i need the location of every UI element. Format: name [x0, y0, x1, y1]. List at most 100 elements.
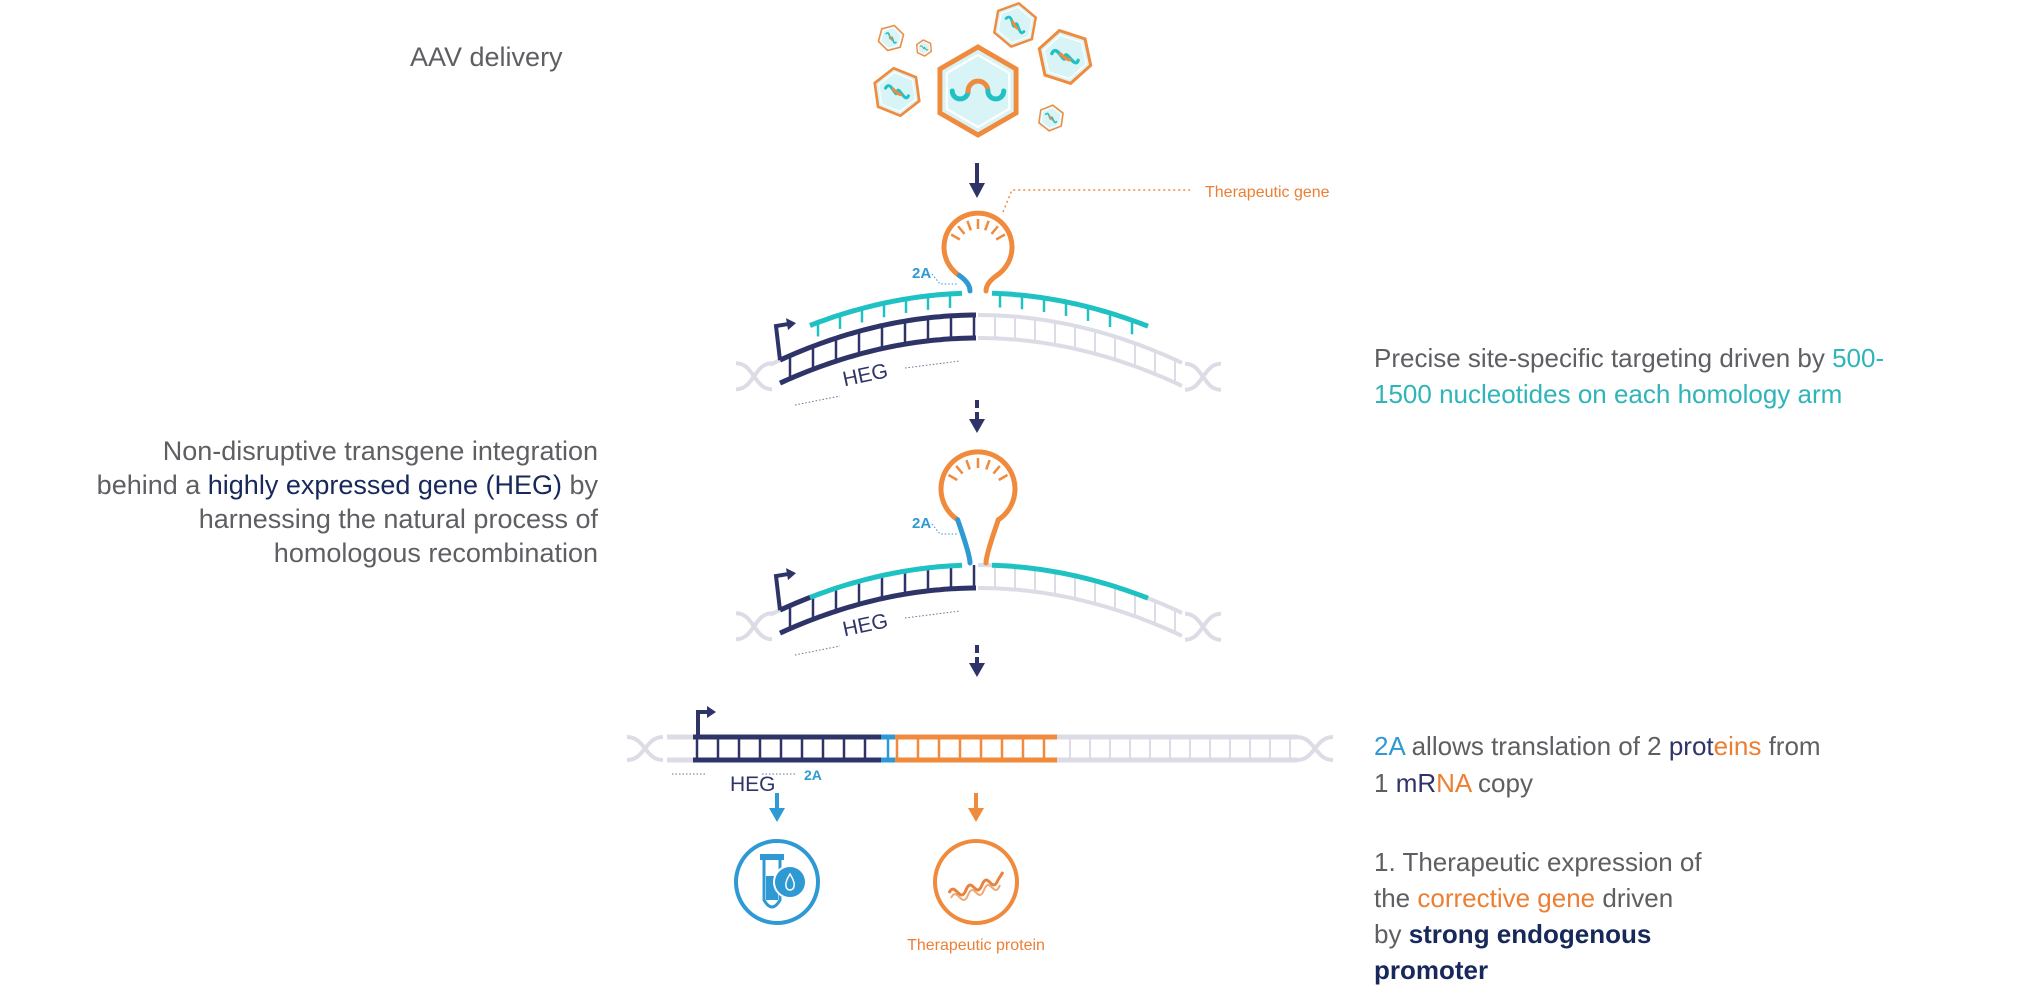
dna-strand-gray [978, 336, 1183, 388]
two-a-mid: allows translation of 2 [1404, 731, 1669, 761]
two-a-segment [955, 517, 973, 566]
promoter-arrowhead [707, 706, 716, 718]
base-pair [990, 225, 999, 235]
test-tube-droplet-icon [734, 839, 820, 925]
base-pair [955, 465, 964, 475]
dna-strand-gray [978, 586, 1183, 638]
base-pair [965, 459, 971, 470]
therapeutic-protein-label: Therapeutic protein [907, 937, 1045, 954]
integration-line-3: harnessing the natural process of [198, 504, 598, 534]
dna-helix-end [735, 361, 773, 392]
expression-line-2-pre: the [1374, 883, 1418, 913]
homology-arm-right [991, 290, 1149, 329]
base-pair [998, 473, 1009, 482]
heg-highlight: highly expressed gene (HEG) [207, 470, 562, 500]
dashed-arrow-down-icon [969, 400, 985, 433]
dna-strand-gray [978, 313, 1183, 365]
aav-capsid [873, 66, 921, 118]
integration-description: Non-disruptive transgene integration beh… [97, 434, 598, 570]
two-a-line-2-pre: 1 [1374, 768, 1396, 798]
heg-label: HEG [730, 773, 776, 796]
expression-line-4: promoter [1374, 955, 1489, 985]
promoter-arrow-icon [696, 710, 708, 737]
two-a-highlight: 2A [1374, 731, 1405, 761]
homology-arm-left [809, 290, 963, 328]
two-a-description: 2A allows translation of 2 proteins from… [1374, 728, 1821, 802]
base-pair [966, 220, 972, 231]
targeting-description: Precise site-specific targeting driven b… [1374, 340, 1884, 412]
therapeutic-gene-loop [938, 449, 1018, 566]
targeting-line-2: 1500 nucleotides on each homology arm [1374, 379, 1843, 409]
homology-arm-left [809, 562, 963, 600]
base-pair [995, 233, 1006, 241]
expression-line-2-post: driven [1595, 883, 1674, 913]
aav-capsid [877, 24, 905, 52]
promoter-arrow-icon [773, 322, 789, 361]
base-pair [950, 233, 961, 241]
targeting-line-1-pre: Precise site-specific targeting driven b… [1374, 343, 1833, 373]
dna-helix-end [735, 611, 773, 642]
dna-helix-end [1296, 735, 1334, 762]
two-a-line-2: 1 mRNA copy [1374, 765, 1821, 802]
dna-helix-end [626, 735, 664, 762]
arrow-down-orange-icon [968, 793, 984, 822]
protein-helix-icon [933, 839, 1019, 925]
two-a-segment [956, 273, 973, 294]
integration-line-2-post: by [561, 470, 598, 500]
promoter-arrowhead [786, 318, 796, 331]
dna-helix-end [1184, 361, 1222, 392]
stage-1-donor-alignment: 2A HEG [735, 210, 1222, 406]
aav-capsid [1037, 28, 1093, 86]
mrna-part-b: NA [1436, 768, 1471, 798]
therapeutic-gene-label: Therapeutic gene [1205, 184, 1330, 201]
homology-arm-right [991, 562, 1149, 601]
promoter-arrow-icon [773, 572, 789, 611]
corrective-gene-highlight: corrective gene [1417, 883, 1596, 913]
aav-capsid [937, 44, 1019, 138]
heg-strand [778, 594, 813, 613]
expression-line-3-pre: by [1374, 919, 1409, 949]
heg-bracket [904, 610, 961, 619]
proteins-part-a: prot [1668, 731, 1714, 761]
hexagon-virus-icon [873, 1, 1093, 138]
aav-capsid [992, 1, 1038, 49]
integration-line-2: behind a highly expressed gene (HEG) by [97, 468, 598, 502]
two-a-label: 2A [912, 265, 931, 282]
integration-line-2-pre: behind a [96, 470, 208, 500]
heg-bracket [794, 395, 841, 406]
two-a-line-1: 2A allows translation of 2 proteins from [1374, 728, 1821, 765]
aav-delivery-label: AAV delivery [410, 42, 563, 72]
heg-label: HEG [841, 359, 890, 391]
two-a-label: 2A [804, 767, 822, 783]
base-pair [985, 459, 991, 470]
aav-capsid [1038, 104, 1064, 132]
base-pair [947, 473, 958, 482]
expression-line-2: the corrective gene driven [1374, 880, 1702, 916]
aav-particles [873, 1, 1093, 138]
proteins-part-b: eins [1713, 731, 1762, 761]
targeting-line-1: Precise site-specific targeting driven b… [1374, 340, 1884, 376]
integration-line-1: Non-disruptive transgene integration [162, 436, 598, 466]
two-a-leader [931, 523, 958, 535]
aav-capsid [915, 39, 933, 57]
base-pair [957, 225, 966, 235]
therapeutic-gene-loop [941, 210, 1015, 294]
mrna-part-a: mR [1395, 768, 1437, 798]
stage-3-integrated-locus: HEG 2A [626, 706, 1334, 796]
expression-description: 1. Therapeutic expression of the correct… [1374, 844, 1702, 988]
two-a-post: from [1761, 731, 1821, 761]
promoter-arrowhead [786, 568, 796, 581]
two-a-line-2-post: copy [1470, 768, 1533, 798]
integration-line-4: homologous recombination [273, 538, 598, 568]
dashed-arrow-down-icon [969, 645, 985, 677]
arrow-down-icon [969, 163, 985, 198]
base-pair [984, 220, 990, 231]
expression-line-1: 1. Therapeutic expression of [1374, 847, 1702, 877]
therapeutic-gene-leader [1002, 189, 1190, 213]
expression-line-3: by strong endogenous [1374, 916, 1702, 952]
heg-bracket [904, 360, 961, 369]
heg-label: HEG [841, 609, 890, 641]
targeting-highlight-1: 500- [1832, 343, 1885, 373]
